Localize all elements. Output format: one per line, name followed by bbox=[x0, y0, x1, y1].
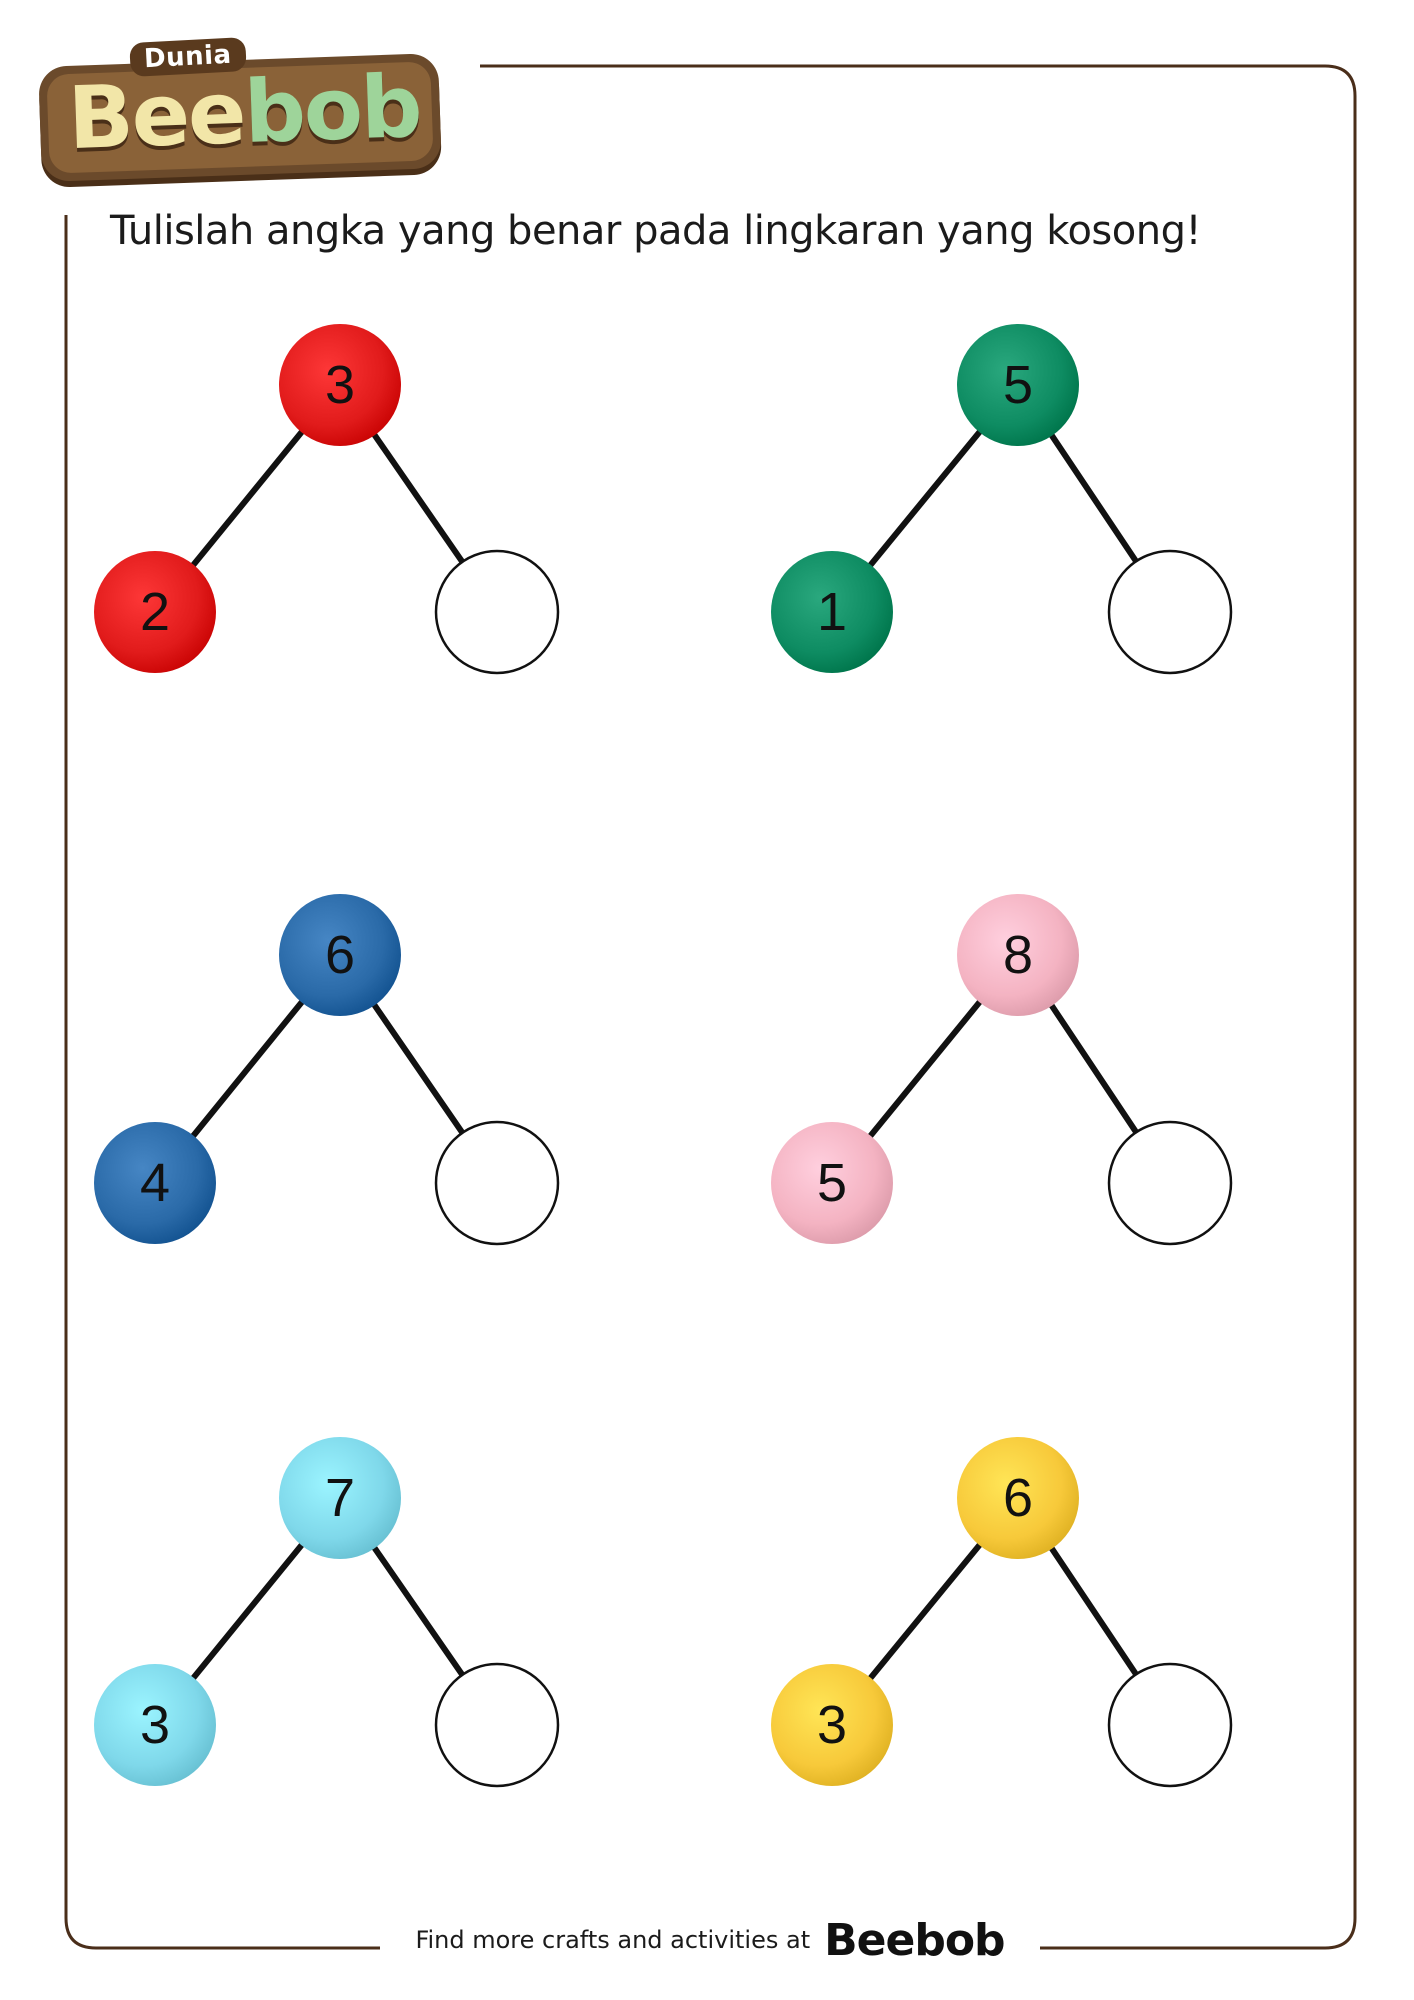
bond-line-left bbox=[186, 423, 310, 573]
whole-circle bbox=[957, 1437, 1079, 1559]
answer-blank-circle[interactable] bbox=[1108, 550, 1232, 674]
bond-line-left bbox=[186, 1536, 310, 1686]
bond-line-left bbox=[863, 1536, 988, 1686]
answer-blank-circle[interactable] bbox=[1108, 1663, 1232, 1787]
footer: Find more crafts and activities at Beebo… bbox=[380, 1910, 1040, 1970]
part-number: 5 bbox=[816, 1153, 848, 1213]
answer-blank-circle[interactable] bbox=[435, 550, 559, 674]
part-circle bbox=[771, 1664, 893, 1786]
whole-circle bbox=[957, 894, 1079, 1016]
whole-circle bbox=[279, 1437, 401, 1559]
whole-number: 6 bbox=[324, 925, 356, 985]
bond-line-right bbox=[367, 996, 469, 1141]
logo-wordmark: Beebob bbox=[66, 57, 422, 169]
empty-circle-outline bbox=[434, 1120, 560, 1246]
beebob-logo: Dunia Beebob bbox=[30, 30, 450, 182]
part-circle bbox=[771, 1122, 893, 1244]
whole-number: 5 bbox=[1002, 355, 1034, 415]
whole-circle bbox=[279, 894, 401, 1016]
empty-circle-outline bbox=[1107, 1120, 1233, 1246]
empty-circle-outline bbox=[1107, 1662, 1233, 1788]
whole-circle bbox=[957, 324, 1079, 446]
empty-circle-outline bbox=[434, 1662, 560, 1788]
part-number: 3 bbox=[816, 1695, 848, 1755]
bond-line-right bbox=[367, 426, 469, 570]
bond-line-left bbox=[186, 993, 310, 1143]
whole-number: 7 bbox=[324, 1468, 356, 1528]
part-number: 1 bbox=[816, 582, 848, 642]
logo-wordmark-part2: bob bbox=[242, 56, 423, 163]
footer-brand-logo: Beebob bbox=[824, 1914, 1005, 1966]
bond-line-right bbox=[1044, 1539, 1143, 1682]
part-circle bbox=[771, 551, 893, 673]
bond-line-right bbox=[367, 1539, 469, 1683]
bond-line-left bbox=[863, 993, 988, 1144]
part-circle bbox=[94, 1664, 216, 1786]
number-bond-layer bbox=[94, 324, 1233, 1788]
bond-line-right bbox=[1044, 426, 1143, 569]
footer-text: Find more crafts and activities at bbox=[415, 1926, 811, 1954]
empty-circle-outline bbox=[434, 549, 560, 675]
logo-wordmark-part1: Bee bbox=[66, 63, 246, 170]
whole-number: 3 bbox=[324, 355, 356, 415]
empty-circle-outline bbox=[1107, 549, 1233, 675]
whole-number: 8 bbox=[1002, 925, 1034, 985]
bond-line-right bbox=[1044, 996, 1143, 1140]
whole-number: 6 bbox=[1002, 1468, 1034, 1528]
part-number: 3 bbox=[139, 1695, 171, 1755]
part-number: 2 bbox=[139, 582, 171, 642]
frame-border bbox=[64, 64, 1357, 1950]
bond-line-left bbox=[863, 423, 988, 573]
answer-blank-circle[interactable] bbox=[435, 1663, 559, 1787]
answer-blank-circle[interactable] bbox=[435, 1121, 559, 1245]
whole-circle bbox=[279, 324, 401, 446]
part-circle bbox=[94, 1122, 216, 1244]
part-number: 4 bbox=[139, 1153, 171, 1213]
answer-blank-circle[interactable] bbox=[1108, 1121, 1232, 1245]
worksheet-instruction: Tulislah angka yang benar pada lingkaran… bbox=[110, 208, 1202, 254]
part-circle bbox=[94, 551, 216, 673]
